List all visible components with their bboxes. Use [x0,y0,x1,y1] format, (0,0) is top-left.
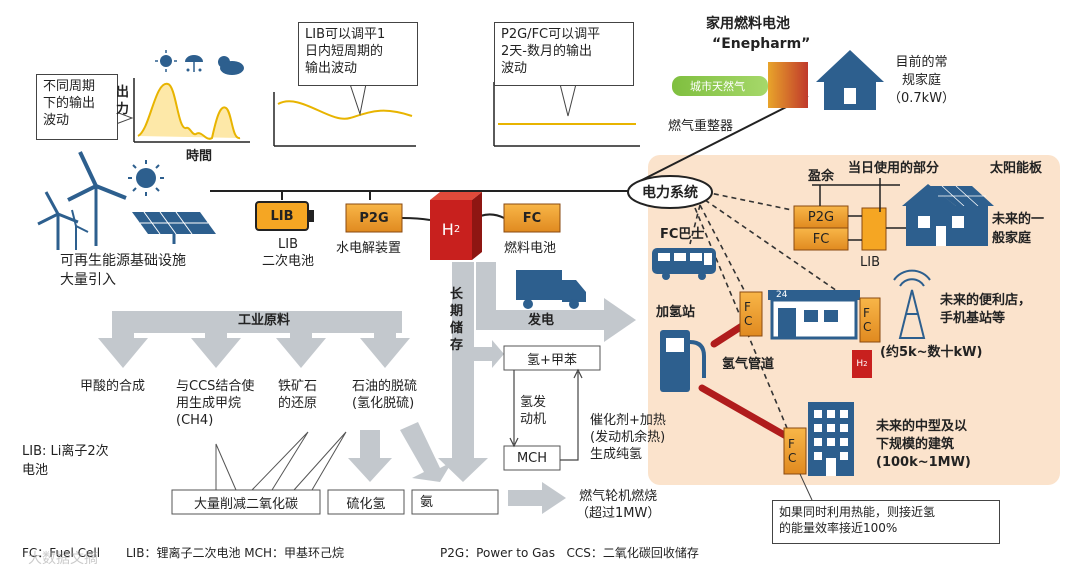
mid-building [808,402,854,476]
future-home [902,184,994,246]
graph-xlabel: 時間 [186,149,213,164]
battery-lib-icon [255,201,314,231]
truck-icon [516,270,586,309]
p2g-smoothing-graph [493,82,640,147]
home-lib-shape [861,207,887,251]
renewables-label: 可再生能源基础设施 大量引入 [60,253,186,288]
fc-unit-shape [503,203,561,233]
lib-text: LIB [270,208,294,224]
h2s-box: 硫化氢 [346,496,386,512]
hydrogen-pump-icon [660,330,706,392]
lib-smoothing-graph [273,92,416,147]
fc-caption: 燃料电池 [504,241,557,256]
current-home-label: 目前的常 规家庭 （0.7kW） [888,55,956,106]
tower-h2-shape [852,350,872,378]
p2g-text: P2G [359,210,389,226]
fc-text: FC [522,210,542,226]
solar-panel-label: 太阳能板 [990,161,1043,176]
home-links [812,178,906,241]
store-label: 未来的便利店， 手机基站等 [940,293,1032,326]
note-leader [799,473,813,501]
home-p2g-text: P2G [807,209,835,225]
reformer-label: 燃气重整器 [668,119,734,134]
home-fc-shape [793,227,849,251]
store-building [768,290,860,340]
h2-tank [430,192,482,260]
hydrogen-pipeline [698,322,790,440]
cell-tower-icon [893,269,931,339]
store-sign: 24 [776,290,788,300]
co2-cut-pointers [215,431,347,491]
hydrogen-station-label: 加氢站 [656,305,696,320]
callout-p2g-smooth: P2G/FC可以调平 2天-数月的输出 波动 [494,22,634,86]
output-graph [133,50,250,143]
legend-p2g-ccs: P2G：Power to Gas CCS：二氧化碳回收储存 [440,546,699,560]
enefarm-title: 家用燃料电池 [706,16,790,32]
power-bus [210,95,809,221]
used-today-label: 当日使用的部分 [848,161,940,176]
hydrogen-pipeline-label: 氢气管道 [722,357,775,372]
watermark: 大数据文摘 [28,551,98,567]
home-fc-text: FC [812,231,830,247]
h2-engine-label: 氢发 动机 [520,395,547,427]
legend-lib-mch: LIB：锂离子二次电池 MCH：甲基环己烷 [126,546,345,560]
industry-desulfur: 石油的脱硫 (氢化脱硫) [352,379,418,411]
mch-label: MCH [516,450,548,466]
turbine-label: 燃气轮机燃烧 （超过1MW） [576,489,661,521]
industry-formic: 甲酸的合成 [80,379,146,394]
power-system-oval [627,175,713,209]
p2g-caption: 水电解装置 [336,241,402,256]
flow-power-gen-label: 发电 [528,313,555,328]
h2-toluene-label: 氢+甲苯 [527,352,577,368]
future-home-label: 未来的一 般家庭 [992,212,1045,246]
callout-periods: 不同周期 下的输出 波动 [36,74,118,140]
store-power: (约5k~数十kW) [880,345,983,360]
graph-ylabel: 出力 [116,85,130,117]
fc-bus-label: FC巴士 [660,227,705,242]
enefarm-equipment [672,50,884,110]
store-fc-shape [739,291,763,337]
co2-cut-box: 大量削减二氧化碳 [193,496,298,512]
flow-long-term-label: 长 期 储 存 [450,287,464,353]
legend-fc: FC：Fuel Cell [22,546,101,560]
heat-efficiency-note: 如果同时利用热能，则接近氢 的能量效率接近100% [772,500,1000,544]
gas-pipe-label: 城市天然气 [690,80,745,93]
callout-lib-smooth: LIB可以调平1 日内短周期的 输出波动 [298,22,418,86]
building-fc-shape [783,427,807,475]
flow-industrial-label: 工业原料 [238,313,291,328]
industry-iron-ore: 铁矿石 的还原 [278,379,318,411]
h2-subscript: 2 [453,223,461,235]
lib-note: LIB: Li离子2次 电池 [22,444,109,478]
mch-cycle-arrows [509,368,583,461]
store-fc-text: FC [744,300,753,328]
h2-text: H [441,219,454,239]
grid-dashed-links [689,191,857,441]
building-fc-text: FC [788,437,797,465]
ammonia-box: 氨 [420,495,434,510]
home-lib-text: LIB [860,255,880,270]
industry-ccs-methane: 与CCS结合使 用生成甲烷 (CH4) [176,379,255,428]
enefarm-name: “Enepharm” [712,36,811,52]
p2g-unit-shape [345,203,403,233]
building-label: 未来的中型及以 下规模的建筑 (100k~1MW) [876,419,971,470]
power-system-label: 电力系统 [642,185,698,201]
surplus-label: 盈余 [808,169,835,184]
fc-bus-icon [652,248,716,280]
flow-arrows [98,262,636,514]
mch-cycle-box [503,345,601,471]
product-boxes [171,489,499,515]
tower-fc-text: FC [863,306,872,334]
catalyst-label: 催化剂+加热 (发动机余热) 生成纯氢 [590,413,666,462]
renewables-icons [37,151,216,250]
tower-fc-shape [859,297,881,343]
lib-caption: LIB 二次电池 [262,237,315,269]
